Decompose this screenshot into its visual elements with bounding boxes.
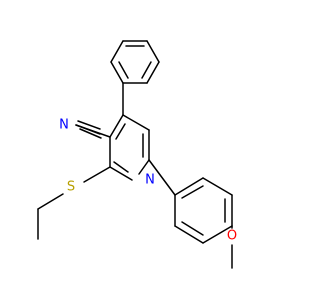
bond-methoxyphenyl-double-3 <box>181 221 204 236</box>
bond-methoxyphenyl-1 <box>174 177 204 196</box>
bond-pyridine-c4-c5 <box>122 114 150 131</box>
atom-label-sulfur: S <box>67 180 75 195</box>
molecule-canvas: N N S O <box>37 40 237 269</box>
bond-nitrile-triple-3 <box>79 128 102 139</box>
bond-pyridine-c6-n <box>138 159 150 175</box>
bond-pyridine-c3-c4 <box>109 114 124 138</box>
atom-label-oxygen: O <box>227 229 237 244</box>
atom-label-ring-nitrogen: N <box>145 173 155 188</box>
bond-phenyl-double-3 <box>118 61 129 79</box>
bond-methoxyphenyl-5 <box>174 225 204 244</box>
bond-nitrile-triple-1 <box>77 120 101 130</box>
bond-layer <box>37 40 233 269</box>
molecule-structure-diagram: N N S O <box>37 40 237 269</box>
bond-phenyl-6 <box>110 40 124 63</box>
bond-s-ch2 <box>37 193 64 210</box>
atom-label-nitrile-nitrogen: N <box>59 118 69 133</box>
bond-c2-s <box>83 166 111 183</box>
bond-phenyl-5 <box>110 61 124 84</box>
bond-pyridine-n-c2 <box>109 166 133 181</box>
bond-phenyl-double-2 <box>141 61 152 79</box>
bond-phenyl-2 <box>146 40 160 63</box>
bond-methoxyphenyl-4 <box>202 225 233 244</box>
bond-nitrile-triple-2 <box>75 124 101 135</box>
bond-methoxyphenyl-2 <box>202 177 233 196</box>
bond-pyridine-to-methoxyphenyl <box>148 159 176 196</box>
bond-methoxyphenyl-double-1 <box>181 185 204 199</box>
bond-pyridine-double-n-c2 <box>113 161 129 173</box>
bond-phenyl-3 <box>146 61 160 84</box>
bond-pyridine-double-c3-c4 <box>115 123 126 140</box>
